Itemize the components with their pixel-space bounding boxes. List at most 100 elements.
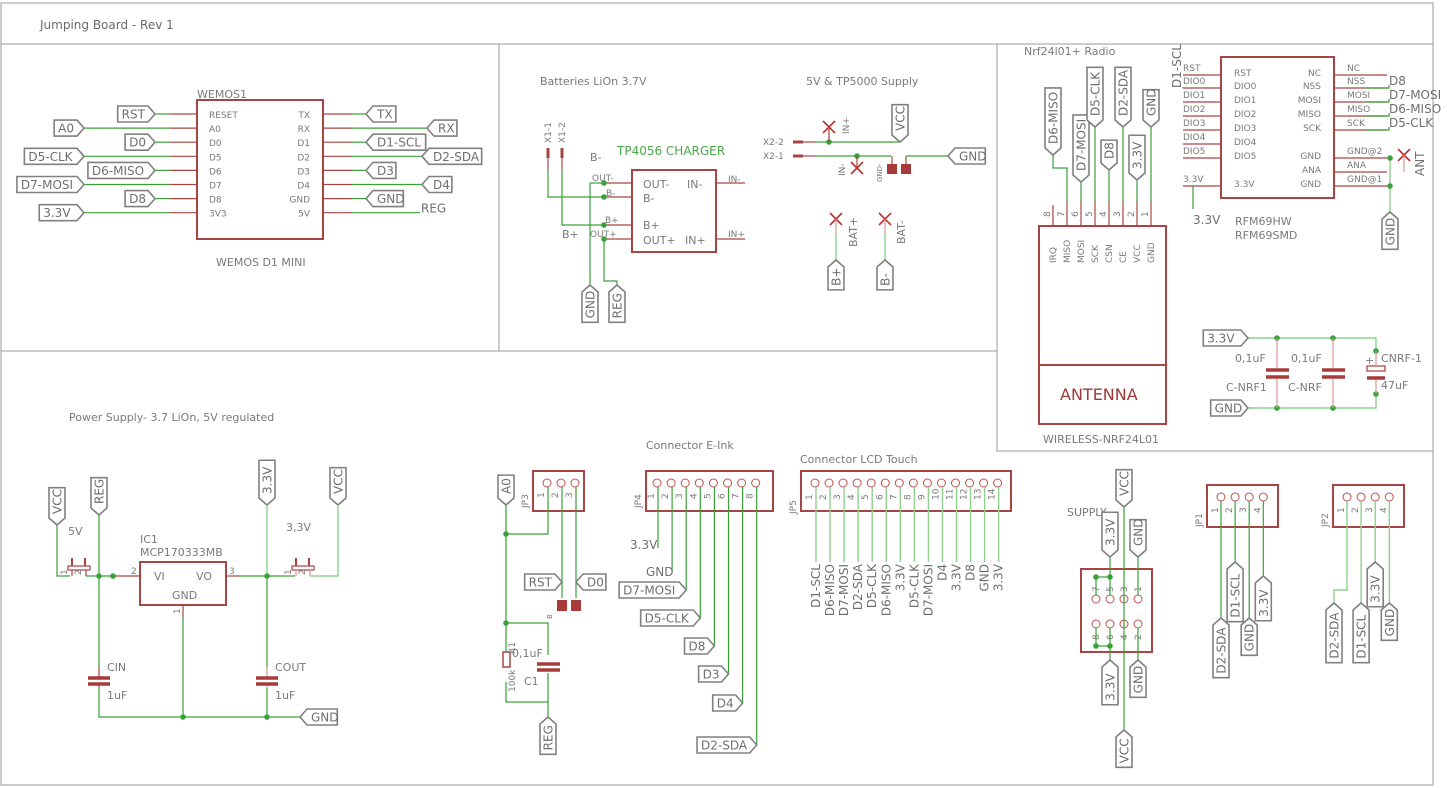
radio-value: WIRELESS-NRF24L01 xyxy=(1043,433,1159,446)
net-label-nrf-sck[interactable]: D5-CLK xyxy=(1086,66,1104,129)
net-label-nrf-vcc[interactable]: 3.3V xyxy=(1128,134,1146,182)
net-label-pwr-gnd[interactable]: GND xyxy=(298,708,339,726)
lcd-section: Connector LCD Touch JP5 1D1-SCL2D6-MISO3… xyxy=(789,453,1012,616)
net-label-d5-clk[interactable]: D5-CLK xyxy=(23,147,86,166)
jp2-pins-net-0[interactable]: D2-SDA xyxy=(1325,601,1343,664)
net-label-pwr-vcc-right[interactable]: VCC xyxy=(329,466,347,507)
rfm69-module[interactable] xyxy=(1220,56,1335,199)
net-label-supply-gnd-bot[interactable]: GND xyxy=(1129,658,1147,699)
power-title: Power Supply- 3.7 LiOn, 5V regulated xyxy=(69,411,274,424)
net-label-supply-33v-top[interactable]: 3.3V xyxy=(1101,511,1119,559)
net-label-eink-d8[interactable]: D8 xyxy=(683,637,716,655)
net-label-d8[interactable]: D8 xyxy=(124,189,157,208)
jp5-net-13: GND xyxy=(978,564,992,592)
net-label-nrf-csn[interactable]: D8 xyxy=(1100,139,1118,172)
wemos-pin-tx: TX xyxy=(297,111,310,121)
rfm-pin-r-3: MISO xyxy=(1298,110,1321,120)
net-label-b-minus[interactable]: B- xyxy=(876,258,894,291)
jp4-pin-8: 8 xyxy=(746,493,756,499)
net-label-vcc-tp[interactable]: VCC xyxy=(891,103,909,144)
net-label-gnd-bat[interactable]: GND xyxy=(581,283,599,324)
net-label-nrf-mosi[interactable]: D7-MOSI xyxy=(1072,114,1090,184)
jp5-net-11: 3.3V xyxy=(950,563,964,591)
net-label-pwr-reg[interactable]: REG xyxy=(90,476,108,517)
jp1-connector[interactable] xyxy=(1206,484,1279,528)
jp1-pins-hole-3 xyxy=(1244,492,1254,502)
net-label-supply-33v-bot[interactable]: 3.3V xyxy=(1101,658,1119,706)
net-label-rfm-gnd[interactable]: GND xyxy=(1381,210,1399,251)
net-label-b-plus[interactable]: B+ xyxy=(827,258,845,291)
net-label-a0[interactable]: A0 xyxy=(53,119,86,137)
gnd-minus-label: GND- xyxy=(876,163,884,182)
jp1-pins-net-0[interactable]: D2-SDA xyxy=(1212,616,1230,679)
nrf-pin-num-5: 5 xyxy=(1085,211,1095,217)
svg-text:3.3V: 3.3V xyxy=(1104,673,1118,701)
net-label-d1-scl[interactable]: D1-SCL xyxy=(364,133,427,151)
net-label-3.3v[interactable]: 3.3V xyxy=(38,203,86,222)
wemos-pin-d3: D3 xyxy=(297,167,310,177)
net-label-supply-vcc-bot[interactable]: VCC xyxy=(1115,728,1133,769)
net-label-d0[interactable]: D0 xyxy=(124,133,157,151)
net-label-supply-vcc-top[interactable]: VCC xyxy=(1115,468,1133,509)
net-label-dec-33v[interactable]: 3.3V xyxy=(1202,329,1250,347)
supply-connector[interactable] xyxy=(1080,568,1153,653)
jp1-pins-net-2[interactable]: GND xyxy=(1240,616,1258,657)
net-label-d6-miso[interactable]: D6-MISO xyxy=(87,161,157,180)
net-label-jp3-a0[interactable]: A0 xyxy=(497,474,515,507)
jp-33v-label: 3,3V xyxy=(286,521,311,534)
net-label-d3[interactable]: D3 xyxy=(364,161,397,180)
decoupling-caps: + 0,1uF 0,1uF C-NRF1 C-NRF CNRF-1 47uF 3… xyxy=(1202,329,1422,417)
net-label-pwr-33v[interactable]: 3.3V xyxy=(258,459,276,507)
net-label-eink-d7-mosi[interactable]: D7-MOSI xyxy=(618,581,688,599)
net-label-gnd[interactable]: GND xyxy=(364,189,405,208)
net-label-rst[interactable]: RST xyxy=(116,105,157,123)
rfm-net-d1-scl: D1-SCL xyxy=(1170,44,1184,88)
batteries-title: Batteries LiOn 3.7V xyxy=(540,75,647,88)
jp5-ref: JP5 xyxy=(789,500,799,515)
jp5-pin-7: 7 xyxy=(889,494,899,500)
jp2-pins-net-2[interactable]: 3.3V xyxy=(1366,560,1384,608)
net-label-tx[interactable]: TX xyxy=(364,105,397,123)
net-label-d4[interactable]: D4 xyxy=(420,175,453,194)
net-label-dec-gnd[interactable]: GND xyxy=(1209,399,1250,417)
net-label-rx[interactable]: RX xyxy=(425,119,458,137)
net-label-nrf-miso[interactable]: D6-MISO xyxy=(1044,87,1062,157)
net-label-eink-d3[interactable]: D3 xyxy=(697,665,730,683)
rfm-pin-r-7: GND xyxy=(1300,180,1321,190)
net-label-supply-gnd-top[interactable]: GND xyxy=(1129,518,1147,559)
jumper-3v3[interactable] xyxy=(291,558,315,576)
net-label-jp3-d0[interactable]: D0 xyxy=(574,573,607,591)
rfm-net-3v3: 3.3V xyxy=(1193,213,1221,227)
jp4-connector[interactable] xyxy=(645,470,774,512)
net-label-d7-mosi[interactable]: D7-MOSI xyxy=(16,175,86,194)
in-minus-outer: IN- xyxy=(728,175,741,185)
lcd-title: Connector LCD Touch xyxy=(800,453,918,466)
net-label-nrf-gnd[interactable]: GND xyxy=(1142,88,1160,129)
net-label-pwr-vcc-left[interactable]: VCC xyxy=(48,486,66,527)
tp4056-charger[interactable] xyxy=(631,169,717,253)
nrf-pin-sck: SCK xyxy=(1091,244,1101,263)
svg-text:D1-SCL: D1-SCL xyxy=(1355,614,1369,658)
net-label-jp3-reg[interactable]: REG xyxy=(539,715,557,756)
net-label-eink-d2-sda[interactable]: D2-SDA xyxy=(696,736,758,754)
net-label-eink-d5-clk[interactable]: D5-CLK xyxy=(639,609,702,627)
jp3-connector[interactable] xyxy=(532,470,585,512)
net-label-gnd-tp[interactable]: GND xyxy=(946,147,987,165)
net-label-nrf-ce[interactable]: D2-SDA xyxy=(1114,66,1132,129)
x2-1-label: X2-1 xyxy=(763,152,784,162)
nrf24-module[interactable] xyxy=(1038,225,1167,425)
jp2-connector[interactable] xyxy=(1332,484,1405,528)
jp2-pins-net-1[interactable]: D1-SCL xyxy=(1352,601,1370,664)
jp2-pins-net-3[interactable]: GND xyxy=(1380,601,1399,642)
rfm-pin-r-6: ANA xyxy=(1302,166,1322,176)
net-label-eink-d4[interactable]: D4 xyxy=(711,694,744,712)
net-text-reg: REG xyxy=(421,202,446,216)
jp5-connector[interactable] xyxy=(800,470,1012,512)
net-label-jp3-rst[interactable]: RST xyxy=(523,573,564,591)
jp1-pins-net-1[interactable]: D1-SCL xyxy=(1226,560,1244,623)
jumper-5v[interactable] xyxy=(67,558,91,576)
net-label-d2-sda[interactable]: D2-SDA xyxy=(420,147,483,166)
wemos-d1-mini[interactable]: WEMOS1 WEMOS D1 MINI RESETA0D0D5D6D7D83V… xyxy=(16,88,483,269)
net-label-reg-bat[interactable]: REG xyxy=(608,283,626,324)
jp1-pins-net-3[interactable]: 3.3V xyxy=(1254,574,1273,622)
